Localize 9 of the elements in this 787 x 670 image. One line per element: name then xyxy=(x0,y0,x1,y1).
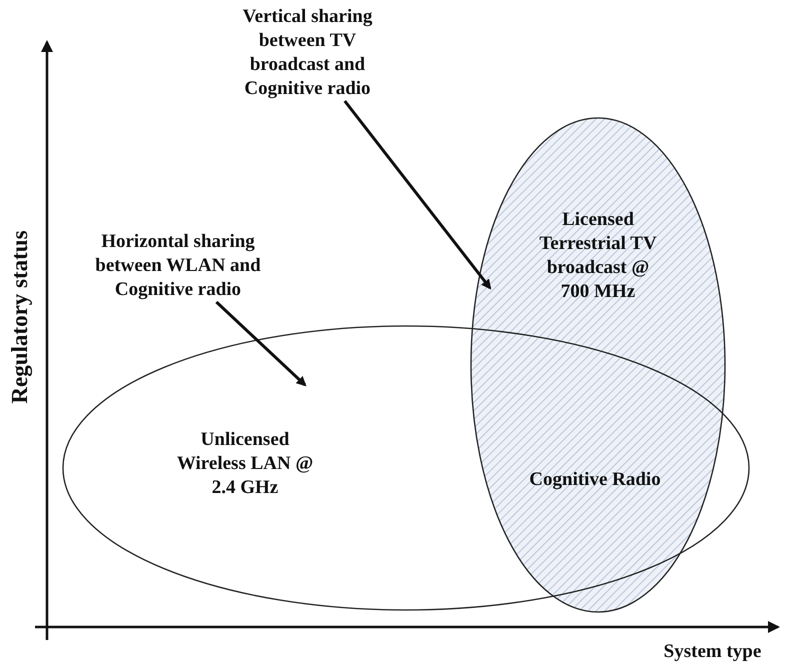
annotation-text: Horizontal sharing between WLAN and Cognitive radio xyxy=(88,230,268,302)
region-label: Unlicensed Wireless LAN @ 2.4 GHz xyxy=(176,428,314,500)
axis-title: Regulatory status xyxy=(8,229,32,406)
arrow xyxy=(215,300,306,386)
axis-title: System type xyxy=(662,640,762,664)
arrow xyxy=(344,100,492,290)
region-label: Licensed Terrestrial TV broadcast @ 700 MHz xyxy=(538,208,658,304)
annotation-text: Vertical sharing between TV broadcast and Cognitive radio xyxy=(225,5,390,101)
region-label: Cognitive Radio xyxy=(528,468,662,492)
